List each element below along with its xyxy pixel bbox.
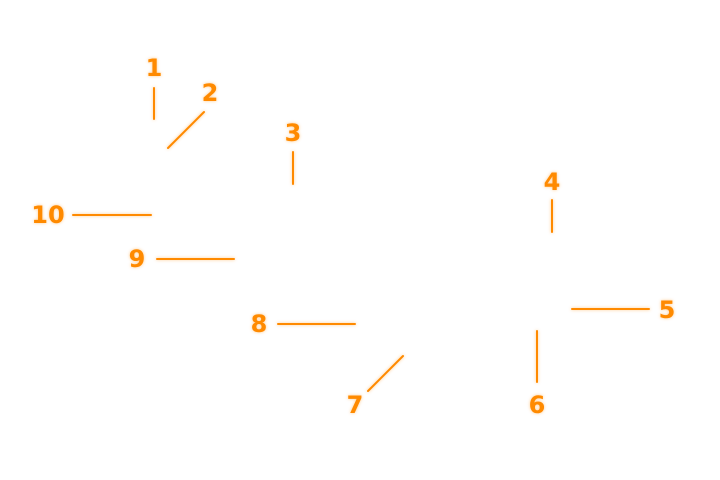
leader-line-7 (367, 355, 404, 392)
callout-number-2: 2 (202, 79, 219, 107)
callout-number-7: 7 (347, 391, 364, 419)
callout-number-9: 9 (129, 245, 146, 273)
callout-number-8: 8 (251, 310, 268, 338)
callout-number-4: 4 (544, 168, 561, 196)
callout-number-3: 3 (285, 119, 302, 147)
callout-number-5: 5 (659, 296, 676, 324)
callout-number-10: 10 (31, 201, 64, 229)
callout-number-6: 6 (529, 391, 546, 419)
callout-number-1: 1 (146, 54, 163, 82)
leader-line-2 (167, 111, 205, 149)
